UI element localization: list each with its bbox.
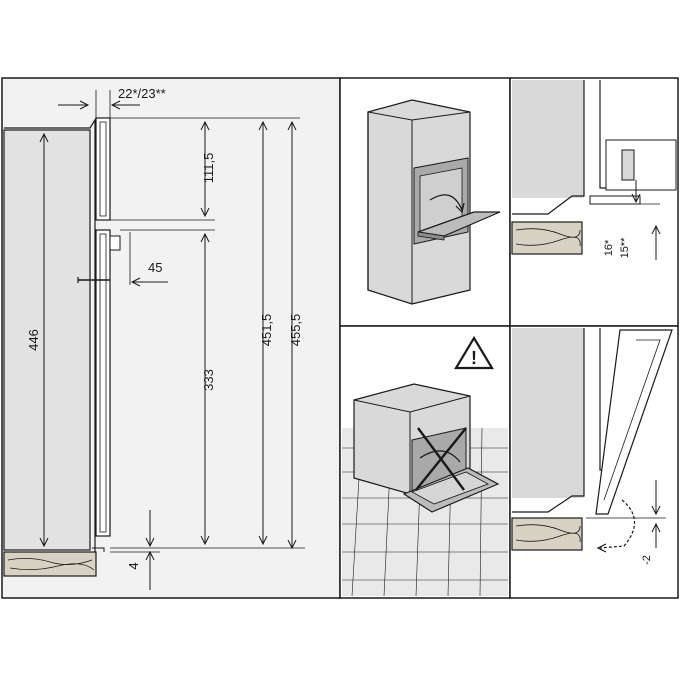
panel-warning: !: [339, 325, 511, 599]
upper-front-panel: [95, 117, 111, 221]
dimension-minus-2: -2: [641, 555, 653, 565]
panel-tall-cabinet: [339, 77, 511, 327]
panel-hinge-detail-bottom: -2: [509, 325, 679, 599]
dimension-4: 4: [126, 562, 141, 569]
prohibited-cross-icon: [415, 427, 467, 491]
panel-hinge-detail-top: 16* 15**: [509, 77, 679, 327]
oven-door-side: [95, 229, 111, 537]
dimension-333: 333: [201, 369, 216, 391]
dimension-16: 16*: [603, 239, 615, 256]
dimension-455-5: 455,5: [288, 314, 303, 347]
warning-icon: [454, 335, 494, 370]
dimension-111-5: 111,5: [201, 153, 216, 184]
cabinet-body: [3, 129, 91, 551]
warning-mark: !: [471, 348, 477, 368]
floor-block-top-detail: [511, 221, 583, 255]
dimension-451-5: 451,5: [259, 314, 274, 347]
floor-block: [3, 551, 97, 577]
dimension-top-width: 22*/23**: [118, 86, 166, 101]
dimension-45: 45: [148, 260, 162, 275]
dimension-446: 446: [26, 329, 41, 351]
floor-block-bottom-detail: [511, 517, 583, 551]
panel-side-view: 22*/23** 111,5 45 446 333 451,5 455,5: [1, 77, 341, 599]
dimension-15: 15**: [619, 237, 631, 259]
